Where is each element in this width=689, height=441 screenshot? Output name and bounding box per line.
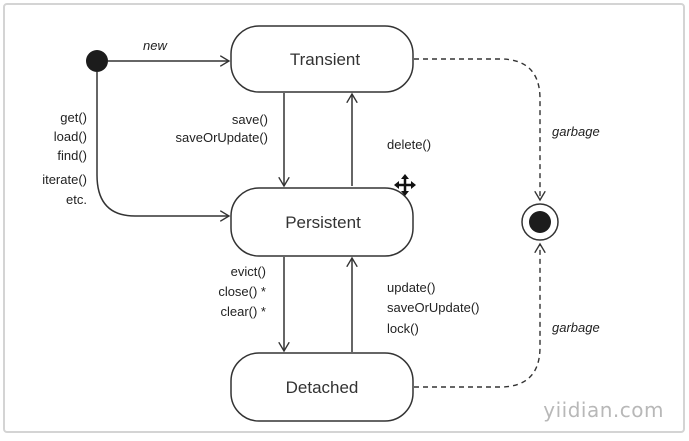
garbage-top-label: garbage: [552, 124, 600, 139]
iterate-label: iterate(): [42, 172, 87, 187]
detached-label: Detached: [286, 378, 359, 397]
initial-state-dot: [86, 50, 108, 72]
persistent-label: Persistent: [285, 213, 361, 232]
delete-label: delete(): [387, 137, 431, 152]
load-label: load(): [54, 129, 87, 144]
clear-label: clear() *: [220, 304, 266, 319]
evict-label: evict(): [231, 264, 266, 279]
save-or-update-label-bottom: saveOrUpdate(): [387, 300, 479, 315]
etc-label: etc.: [66, 192, 87, 207]
final-state-inner: [529, 211, 551, 233]
transient-label: Transient: [290, 50, 361, 69]
save-or-update-method-label: saveOrUpdate(): [176, 130, 268, 145]
load-transition-arrow: [96, 72, 229, 216]
update-label: update(): [387, 280, 435, 295]
garbage-transition-top: [414, 58, 540, 200]
lock-label: lock(): [387, 321, 419, 336]
persistent-state: [230, 187, 414, 257]
close-label: close() *: [218, 284, 266, 299]
watermark: yiidian.com: [543, 398, 664, 422]
find-label: find(): [57, 148, 87, 163]
get-label: get(): [60, 110, 87, 125]
transient-state: [230, 25, 414, 93]
garbage-bottom-label: garbage: [552, 320, 600, 335]
detached-state: [230, 352, 414, 422]
new-label: new: [143, 38, 168, 53]
move-cursor-icon: [394, 174, 416, 196]
save-method-label: save(): [232, 112, 268, 127]
garbage-transition-bottom: [414, 244, 540, 388]
